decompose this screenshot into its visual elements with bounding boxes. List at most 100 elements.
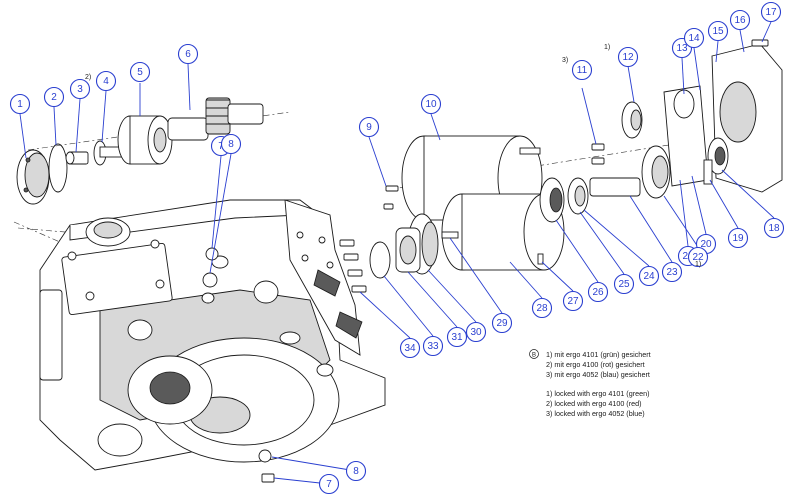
- callout-label-27: 27: [567, 296, 579, 307]
- callout-circle-14: [683, 27, 705, 49]
- part-12-pulley: [621, 101, 643, 139]
- callout-circle-24: [638, 265, 660, 287]
- callout-circle-28: [531, 297, 553, 319]
- callout-label-5: 5: [137, 67, 143, 78]
- note-en-1: 1) locked with ergo 4101 (green): [546, 389, 649, 398]
- part-17-screw: [751, 39, 769, 47]
- callout-label-1: 1: [17, 99, 23, 110]
- callout-circle-12: [617, 46, 639, 68]
- leader-lines: [19, 21, 775, 485]
- callout-label-29: 29: [496, 318, 508, 329]
- gearbox-housing: [39, 199, 386, 471]
- callout-label-7: 7: [326, 479, 332, 490]
- callout-circle-17: [760, 1, 782, 23]
- callout-group: 1234567891011121314151617181920212223242…: [9, 1, 785, 495]
- callout-circle-26: [587, 281, 609, 303]
- callout-circle-8: [345, 460, 367, 482]
- callout-circle-8: [220, 133, 242, 155]
- callout-circle-3: [69, 78, 91, 100]
- callout-circle-2: [43, 86, 65, 108]
- superscript-part12: 1): [604, 44, 610, 51]
- callout-label-6: 6: [185, 49, 191, 60]
- part-9-screws: [383, 185, 399, 210]
- part-20-gear: [641, 145, 671, 199]
- part-7-8-bottom: [258, 449, 275, 483]
- part-2-o-ring: [48, 143, 68, 193]
- callout-circle-27: [562, 290, 584, 312]
- superscript-part11: 3): [562, 57, 568, 64]
- callout-label-23: 23: [666, 267, 678, 278]
- footnote-legend: B 1) mit ergo 4101 (grün) gesichert 2) m…: [529, 349, 651, 418]
- callout-label-2: 2: [51, 92, 57, 103]
- callout-circle-9: [358, 116, 380, 138]
- callout-label-18: 18: [768, 223, 780, 234]
- callout-circle-31: [446, 326, 468, 348]
- callout-label-19: 19: [732, 233, 744, 244]
- part-23-22-bearing: [567, 177, 589, 215]
- superscript-part3: 2): [85, 74, 91, 81]
- callout-label-22: 22: [692, 252, 704, 263]
- callout-label-11: 11: [577, 65, 588, 76]
- note-de-1: 1) mit ergo 4101 (grün) gesichert: [546, 350, 651, 359]
- callout-circle-22: [687, 246, 709, 268]
- callout-circle-5: [129, 61, 151, 83]
- callout-circle-34: [399, 337, 421, 359]
- callout-circle-33: [422, 335, 444, 357]
- note-de-2: 2) mit ergo 4100 (rot) gesichert: [546, 360, 645, 369]
- callout-label-25: 25: [618, 279, 630, 290]
- part-3-shaft-pin: [65, 151, 89, 165]
- callout-label-16: 16: [734, 15, 746, 26]
- callout-label-4: 4: [103, 76, 109, 87]
- note-en-2: 2) locked with ergo 4100 (red): [546, 399, 641, 408]
- callout-circle-1: [9, 93, 31, 115]
- callout-label-8: 8: [353, 466, 359, 477]
- callout-label-26: 26: [592, 287, 604, 298]
- callout-label-34: 34: [404, 343, 416, 354]
- callout-circle-4: [95, 70, 117, 92]
- part-24-bearing: [539, 177, 565, 223]
- callout-label-13: 13: [676, 43, 688, 54]
- part-6-worm-shaft: [167, 97, 264, 141]
- part-13-14-bearing-cover: [663, 85, 709, 187]
- callout-circle-29: [491, 312, 513, 334]
- note-en-3: 3) locked with ergo 4052 (blue): [546, 409, 645, 418]
- callout-circle-10: [420, 93, 442, 115]
- callout-label-17: 17: [765, 7, 777, 18]
- callout-label-8: 8: [228, 139, 234, 150]
- callout-circle-30: [465, 321, 487, 343]
- superscript-part20: 1): [695, 261, 701, 268]
- part-30-ring: [369, 241, 391, 279]
- part-1-end-cap: [16, 149, 50, 205]
- callout-label-30: 30: [470, 327, 482, 338]
- callout-circle-18: [763, 217, 785, 239]
- callout-label-10: 10: [425, 99, 437, 110]
- callout-label-7: 7: [218, 141, 224, 152]
- callout-circle-11: [571, 59, 593, 81]
- callout-label-28: 28: [536, 303, 548, 314]
- part-11-pins: [591, 143, 605, 165]
- callout-label-12: 12: [622, 52, 634, 63]
- part-31-screws: [339, 239, 367, 293]
- callout-label-9: 9: [366, 122, 372, 133]
- callout-circle-6: [177, 43, 199, 65]
- callout-label-31: 31: [451, 332, 463, 343]
- callout-circle-15: [707, 20, 729, 42]
- callout-label-33: 33: [427, 341, 439, 352]
- part-25-pin: [537, 253, 544, 265]
- legend-marker-circle: [529, 349, 539, 359]
- callout-label-24: 24: [643, 271, 655, 282]
- part-29-hub: [395, 227, 421, 273]
- part-4-stub-shaft: [93, 140, 127, 166]
- callout-circle-7: [318, 473, 340, 495]
- callout-label-20: 20: [700, 239, 712, 250]
- callout-label-14: 14: [688, 33, 700, 44]
- callout-circle-25: [613, 273, 635, 295]
- callout-circle-16: [729, 9, 751, 31]
- callout-circle-19: [727, 227, 749, 249]
- legend-marker: B: [532, 353, 536, 359]
- part-21-shaft: [589, 177, 641, 197]
- part-5-bearing: [117, 115, 173, 165]
- note-de-3: 3) mit ergo 4052 (blau) gesichert: [546, 370, 650, 379]
- callout-label-15: 15: [712, 26, 724, 37]
